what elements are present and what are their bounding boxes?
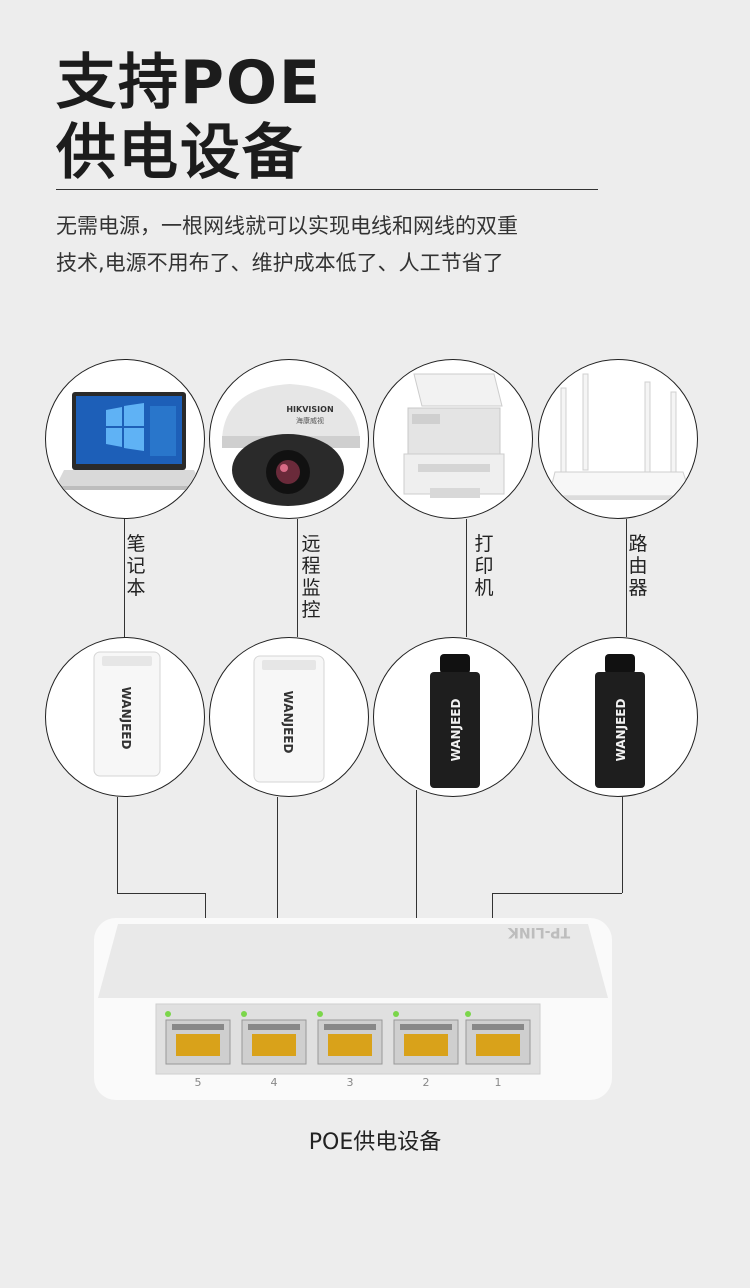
splitter-circle-2: WANJEED — [209, 637, 369, 797]
splitter-circle-4: WANJEED — [538, 637, 698, 797]
title-divider — [56, 189, 598, 190]
poe-splitter-black-icon: WANJEED — [595, 654, 645, 788]
poe-splitter-black-icon: WANJEED — [430, 654, 480, 788]
title-line-2: 供电设备 — [56, 118, 304, 188]
connector-camera — [297, 519, 298, 637]
description-line-1: 无需电源，一根网线就可以实现电线和网线的双重 — [56, 214, 518, 238]
page-title: 支持POE 供电设备 — [56, 48, 322, 188]
cable-4-across — [492, 893, 622, 894]
switch-caption: POE供电设备 — [308, 1130, 442, 1155]
poe-splitter-white-icon: WANJEED — [253, 655, 325, 783]
description-line-2: 技术,电源不用布了、维护成本低了、人工节省了 — [56, 251, 504, 275]
dome-camera-icon: HIKVISION 海康威视 — [222, 384, 360, 506]
cable-3 — [416, 790, 417, 1013]
camera-circle: HIKVISION 海康威视 — [209, 359, 369, 519]
title-line-1: 支持POE — [56, 48, 322, 118]
port-1 — [465, 1011, 531, 1065]
label-printer: 打 印 机 — [474, 533, 494, 599]
port-2 — [393, 1011, 459, 1065]
printer-icon — [403, 373, 505, 498]
printer-circle — [373, 359, 533, 519]
camera-brand: HIKVISION — [286, 405, 333, 414]
splitter-brand-1: WANJEED — [119, 687, 133, 750]
camera-brand-cn: 海康威视 — [296, 416, 324, 425]
cable-2 — [277, 797, 278, 1013]
label-camera: 远 程 监 控 — [301, 533, 321, 621]
connector-router — [626, 519, 627, 637]
port-number-1: 1 — [495, 1076, 502, 1089]
port-5 — [165, 1011, 231, 1065]
connector-laptop — [124, 519, 125, 637]
port-3 — [317, 1011, 383, 1065]
router-icon — [548, 373, 692, 500]
cable-4-down — [622, 797, 623, 893]
cable-1-down — [117, 797, 118, 893]
port-number-2: 2 — [423, 1076, 430, 1089]
port-number-3: 3 — [347, 1076, 354, 1089]
label-laptop: 笔 记 本 — [126, 533, 146, 599]
switch-brand: TP-LINK — [507, 924, 570, 940]
port-number-4: 4 — [271, 1076, 278, 1089]
connector-printer — [466, 519, 467, 637]
poe-switch: TP-LINK — [94, 918, 612, 1100]
label-router: 路 由 器 — [628, 533, 648, 599]
port-number-5: 5 — [195, 1076, 202, 1089]
laptop-icon — [56, 392, 202, 490]
splitter-brand-4: WANJEED — [614, 699, 628, 762]
laptop-circle — [45, 359, 205, 519]
splitter-circle-1: WANJEED — [45, 637, 205, 797]
poe-splitter-white-icon: WANJEED — [93, 651, 161, 777]
port-4 — [241, 1011, 307, 1065]
router-circle — [538, 359, 698, 519]
splitter-circle-3: WANJEED — [373, 637, 533, 797]
cable-1-across — [117, 893, 205, 894]
switch-ports — [165, 1011, 531, 1065]
splitter-brand-3: WANJEED — [449, 699, 463, 762]
splitter-brand-2: WANJEED — [281, 691, 295, 754]
description: 无需电源，一根网线就可以实现电线和网线的双重 技术,电源不用布了、维护成本低了、… — [56, 208, 616, 282]
